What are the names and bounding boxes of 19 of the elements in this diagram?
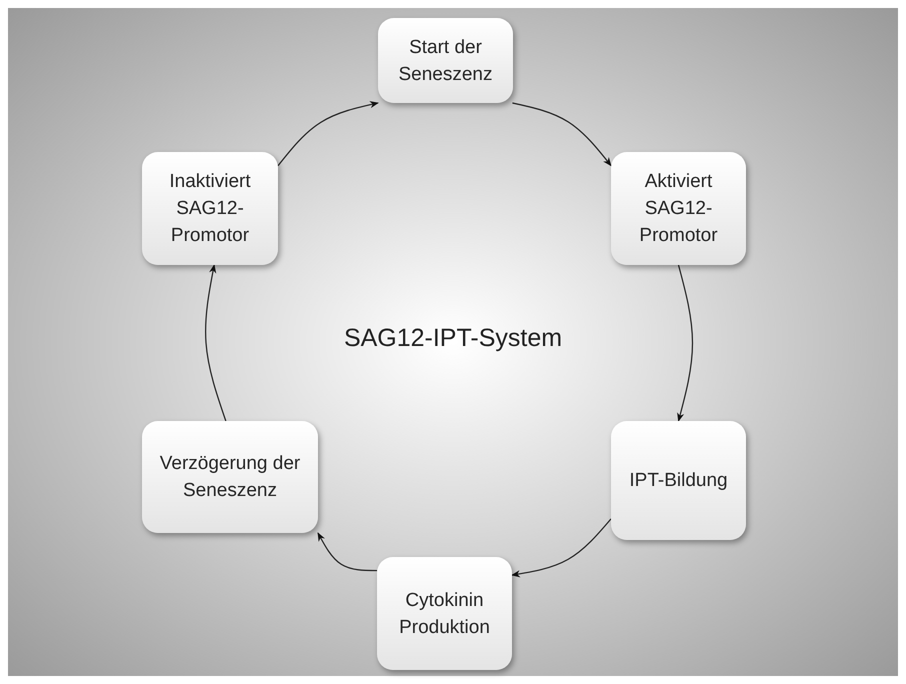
process-box [611, 152, 746, 265]
arrow [205, 264, 226, 422]
process-box [377, 557, 512, 670]
box-label: Verzögerung der Seneszenz [158, 452, 302, 503]
diagram-title: SAG12-IPT-System [342, 324, 564, 353]
process-box [142, 421, 318, 533]
arrow [511, 518, 612, 578]
process-box [378, 18, 513, 103]
arrow [278, 101, 379, 166]
arrow [317, 532, 377, 572]
box-label: Start der Seneszenz [397, 36, 494, 86]
box-label: Aktiviert SAG12- Promotor [638, 170, 719, 248]
arrow [677, 264, 694, 422]
process-box [142, 152, 278, 265]
box-label: Inaktiviert SAG12- Promotor [168, 170, 252, 248]
box-label: IPT-Bildung [629, 469, 728, 493]
process-box [611, 421, 746, 540]
box-label: Cytokinin Produktion [398, 588, 491, 640]
arrow [512, 102, 612, 166]
